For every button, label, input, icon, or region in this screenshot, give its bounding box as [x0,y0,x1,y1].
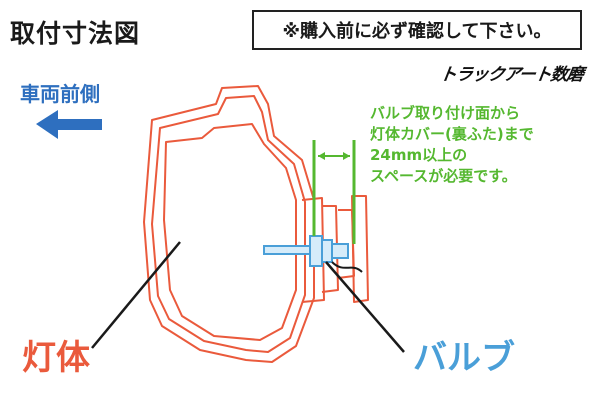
bulb-leader-line [325,261,405,353]
vehicle-front-label: 車両前側 [20,82,100,106]
lamp-body-leader-line [91,241,181,349]
clearance-dimension [312,140,356,244]
lamp-body-label: 灯体 [22,338,90,378]
clearance-note-line-1: バルブ取り付け面から [370,104,521,122]
clearance-note: バルブ取り付け面から 灯体カバー(裏ふた)まで 24mm以上の スペースが必要で… [370,103,590,187]
clearance-note-line-2: 灯体カバー(裏ふた)まで [370,125,534,143]
clearance-note-line-3: 24mm以上の [370,146,468,164]
notice-box: ※購入前に必ず確認して下さい。 [252,10,582,50]
page-title: 取付寸法図 [10,19,141,48]
bulb [263,235,349,267]
clearance-note-line-4: スペースが必要です。 [370,167,517,185]
arrow-left-icon [36,110,102,139]
bulb-label: バルブ [413,338,515,378]
lamp-body-outline [143,85,369,363]
notice-text: ※購入前に必ず確認して下さい。 [282,21,552,42]
bulb-cable [331,261,363,273]
